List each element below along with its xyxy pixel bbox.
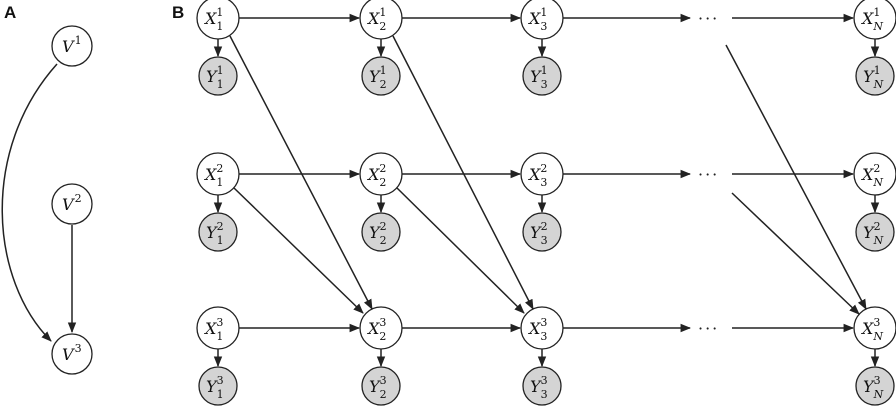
svg-text:X21: X21 — [203, 162, 223, 189]
svg-text:X32: X32 — [366, 316, 386, 343]
panel-a: V1 V2 V3 — [1, 25, 93, 375]
svg-text:X11: X11 — [203, 6, 223, 33]
svg-text:V1: V1 — [62, 34, 82, 56]
edge-x1prev-x3n — [725, 44, 867, 310]
svg-text:V2: V2 — [62, 192, 82, 214]
svg-text:X3N: X3N — [860, 316, 883, 343]
edge-x12-x33 — [392, 35, 534, 310]
svg-text:V3: V3 — [62, 342, 82, 364]
svg-text:Y3N: Y3N — [863, 374, 884, 401]
edge-x21-x32 — [233, 187, 364, 314]
edge-x2prev-x3n — [731, 192, 860, 315]
svg-text:X12: X12 — [366, 6, 386, 33]
svg-text:Y32: Y32 — [369, 374, 387, 401]
panel-label-a: A — [4, 3, 16, 22]
svg-text:X23: X23 — [527, 162, 547, 189]
svg-text:Y1N: Y1N — [863, 64, 884, 91]
svg-text:X2N: X2N — [860, 162, 883, 189]
svg-text:Y12: Y12 — [369, 64, 387, 91]
svg-text:Y33: Y33 — [530, 374, 548, 401]
node-v2: V2 — [51, 183, 93, 225]
node-v1: V1 — [51, 25, 93, 67]
svg-text:X31: X31 — [203, 316, 223, 343]
svg-text:Y13: Y13 — [530, 64, 548, 91]
svg-text:X13: X13 — [527, 6, 547, 33]
ellipsis-row3: ··· — [698, 319, 719, 338]
svg-text:Y23: Y23 — [530, 220, 548, 247]
svg-text:X22: X22 — [366, 162, 386, 189]
svg-text:Y2N: Y2N — [863, 220, 884, 247]
svg-text:Y22: Y22 — [369, 220, 387, 247]
panel-label-b: B — [172, 3, 184, 22]
svg-text:X1N: X1N — [860, 6, 883, 33]
svg-text:X33: X33 — [527, 316, 547, 343]
svg-text:Y31: Y31 — [206, 374, 224, 401]
svg-text:Y21: Y21 — [206, 220, 224, 247]
edge-x11-x32 — [229, 35, 373, 310]
svg-text:Y11: Y11 — [206, 64, 224, 91]
edge-v1-v3 — [1, 63, 58, 342]
edge-x22-x33 — [396, 187, 525, 314]
ellipsis-row2: ··· — [698, 165, 719, 184]
node-v3: V3 — [51, 333, 93, 375]
ellipsis-row1: ··· — [698, 9, 719, 28]
panel-b-edges — [213, 13, 880, 368]
